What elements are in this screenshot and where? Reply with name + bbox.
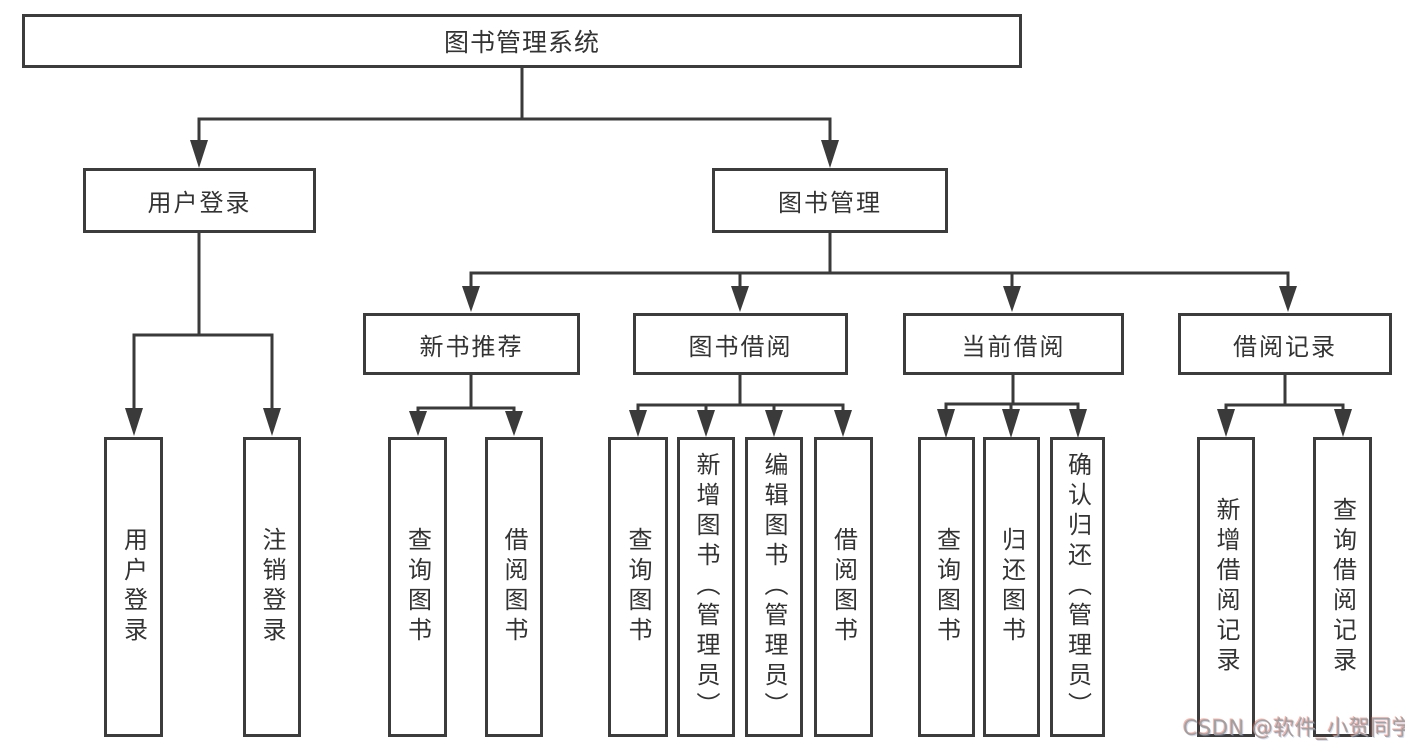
- leaf-return-books: 归还图书: [983, 437, 1040, 737]
- node-label: 用户登录: [147, 189, 252, 217]
- leaf-label: 借阅图书: [500, 527, 528, 647]
- node-book-management: 图书管理: [712, 168, 948, 233]
- node-book-borrowing: 图书借阅: [633, 313, 848, 375]
- leaf-label: 借阅图书: [829, 527, 858, 647]
- leaf-borrow-books-2: 借阅图书: [814, 437, 873, 737]
- node-library-management-system: 图书管理系统: [22, 14, 1022, 68]
- leaf-label: 查询图书: [932, 527, 961, 647]
- csdn-watermark: CSDN @软件_小贺同学: [1183, 716, 1405, 740]
- leaf-label: 归还图书: [997, 527, 1026, 647]
- node-new-book-recommend: 新书推荐: [363, 313, 580, 375]
- leaf-label: 新增借阅记录: [1212, 497, 1240, 677]
- node-label: 新书推荐: [419, 332, 524, 361]
- node-label: 图书借阅: [688, 332, 793, 361]
- leaf-user-login: 用户登录: [104, 437, 163, 737]
- node-user-login: 用户登录: [83, 168, 316, 233]
- node-borrow-records: 借阅记录: [1178, 313, 1392, 375]
- leaf-label: 注销登录: [258, 527, 286, 647]
- node-label: 借阅记录: [1233, 332, 1337, 361]
- leaf-query-books-3: 查询图书: [918, 437, 975, 737]
- leaf-confirm-return-admin: 确认归还（管理员）: [1050, 437, 1105, 737]
- leaf-logout: 注销登录: [243, 437, 301, 737]
- node-label: 图书管理: [778, 189, 882, 217]
- leaf-label: 查询借阅记录: [1328, 497, 1357, 677]
- leaf-borrow-books: 借阅图书: [485, 437, 543, 737]
- leaf-label: 查询图书: [624, 527, 652, 647]
- leaf-label: 编辑图书（管理员）: [760, 452, 788, 722]
- leaf-label: 查询图书: [403, 527, 432, 647]
- leaf-query-books-2: 查询图书: [608, 437, 668, 737]
- leaf-label: 新增图书（管理员）: [692, 452, 720, 722]
- node-label: 图书管理系统: [443, 28, 600, 57]
- node-label: 当前借阅: [961, 332, 1066, 361]
- leaf-add-borrow-record: 新增借阅记录: [1197, 437, 1255, 737]
- leaf-add-books-admin: 新增图书（管理员）: [677, 437, 735, 737]
- node-current-borrowing: 当前借阅: [903, 313, 1124, 375]
- leaf-query-books: 查询图书: [388, 437, 447, 737]
- leaf-edit-books-admin: 编辑图书（管理员）: [745, 437, 803, 737]
- leaf-query-borrow-record: 查询借阅记录: [1313, 437, 1372, 737]
- leaf-label: 确认归还（管理员）: [1063, 452, 1092, 722]
- leaf-label: 用户登录: [119, 527, 148, 647]
